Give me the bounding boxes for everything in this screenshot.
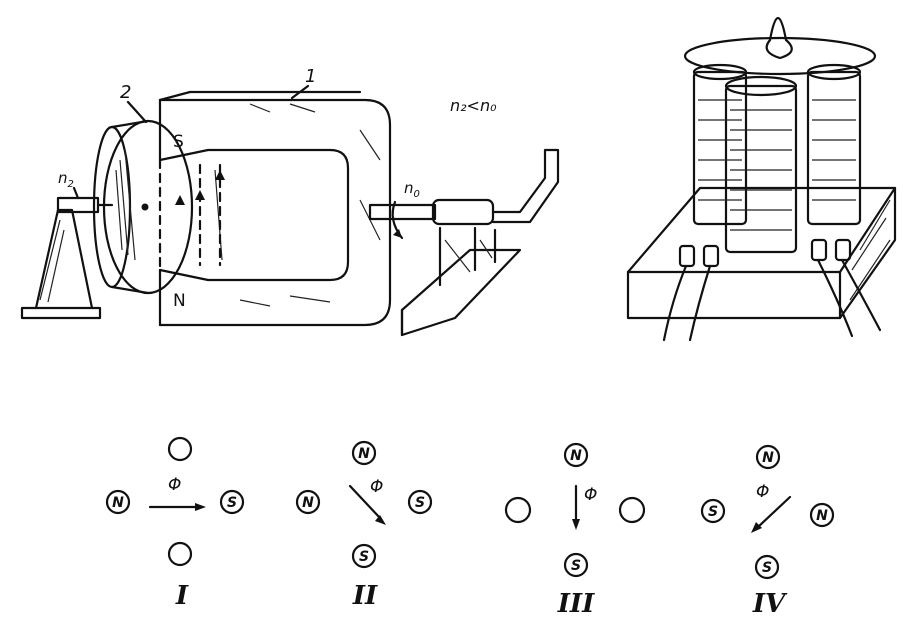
flux-diagram-1: N S Φ I bbox=[107, 438, 243, 611]
pole-letter-bottom: S bbox=[571, 558, 581, 574]
pole-letter-bottom: S bbox=[359, 549, 369, 565]
generator-illustration: S N 1 2 n2 n0 n₂<n₀ bbox=[22, 66, 558, 335]
diagram-numeral: III bbox=[557, 589, 595, 619]
pole-label-top: S bbox=[173, 132, 184, 152]
label-n0: n0 bbox=[404, 179, 420, 200]
flux-diagram-4: N S N S Φ IV bbox=[702, 446, 833, 619]
pole-letter-top: N bbox=[570, 448, 582, 464]
pole-letter-left: S bbox=[708, 504, 718, 520]
diagram-numeral: IV bbox=[752, 589, 788, 619]
label-core-number: 1 bbox=[305, 66, 316, 87]
coil-stack bbox=[694, 65, 860, 252]
magnet-core bbox=[160, 92, 390, 325]
coil-device-illustration bbox=[628, 18, 895, 340]
pole-circle-bottom bbox=[169, 543, 191, 565]
pole-letter-bottom: S bbox=[762, 560, 772, 576]
pole-letter-top: N bbox=[358, 446, 370, 462]
pole-letter-top: N bbox=[762, 450, 774, 466]
pole-circle-left bbox=[506, 498, 530, 522]
pole-letter-left: N bbox=[302, 495, 314, 511]
flux-label: Φ bbox=[370, 477, 383, 497]
label-n2: n2 bbox=[58, 169, 74, 190]
flux-diagram-3: N S Φ III bbox=[506, 444, 644, 619]
pole-letter-left: N bbox=[112, 495, 124, 511]
pole-letter-right: S bbox=[415, 495, 425, 511]
pole-letter-right: S bbox=[227, 495, 237, 511]
speed-relation: n₂<n₀ bbox=[450, 96, 497, 115]
flux-label: Φ bbox=[168, 475, 181, 495]
flux-label: Φ bbox=[756, 482, 769, 502]
pole-circle-right bbox=[620, 498, 644, 522]
pole-letter-right: N bbox=[816, 508, 828, 524]
left-bearing-stand bbox=[22, 198, 100, 318]
label-disk-number: 2 bbox=[120, 82, 131, 103]
diagram-numeral: I bbox=[175, 581, 189, 611]
pole-label-bottom: N bbox=[173, 291, 186, 311]
flux-diagram-2: N N S S Φ II bbox=[297, 442, 431, 611]
flux-label: Φ bbox=[584, 485, 597, 505]
drive-shaft-crank bbox=[370, 150, 558, 335]
diagram-numeral: II bbox=[352, 581, 378, 611]
pole-circle-top bbox=[169, 438, 191, 460]
terminals bbox=[664, 240, 880, 340]
